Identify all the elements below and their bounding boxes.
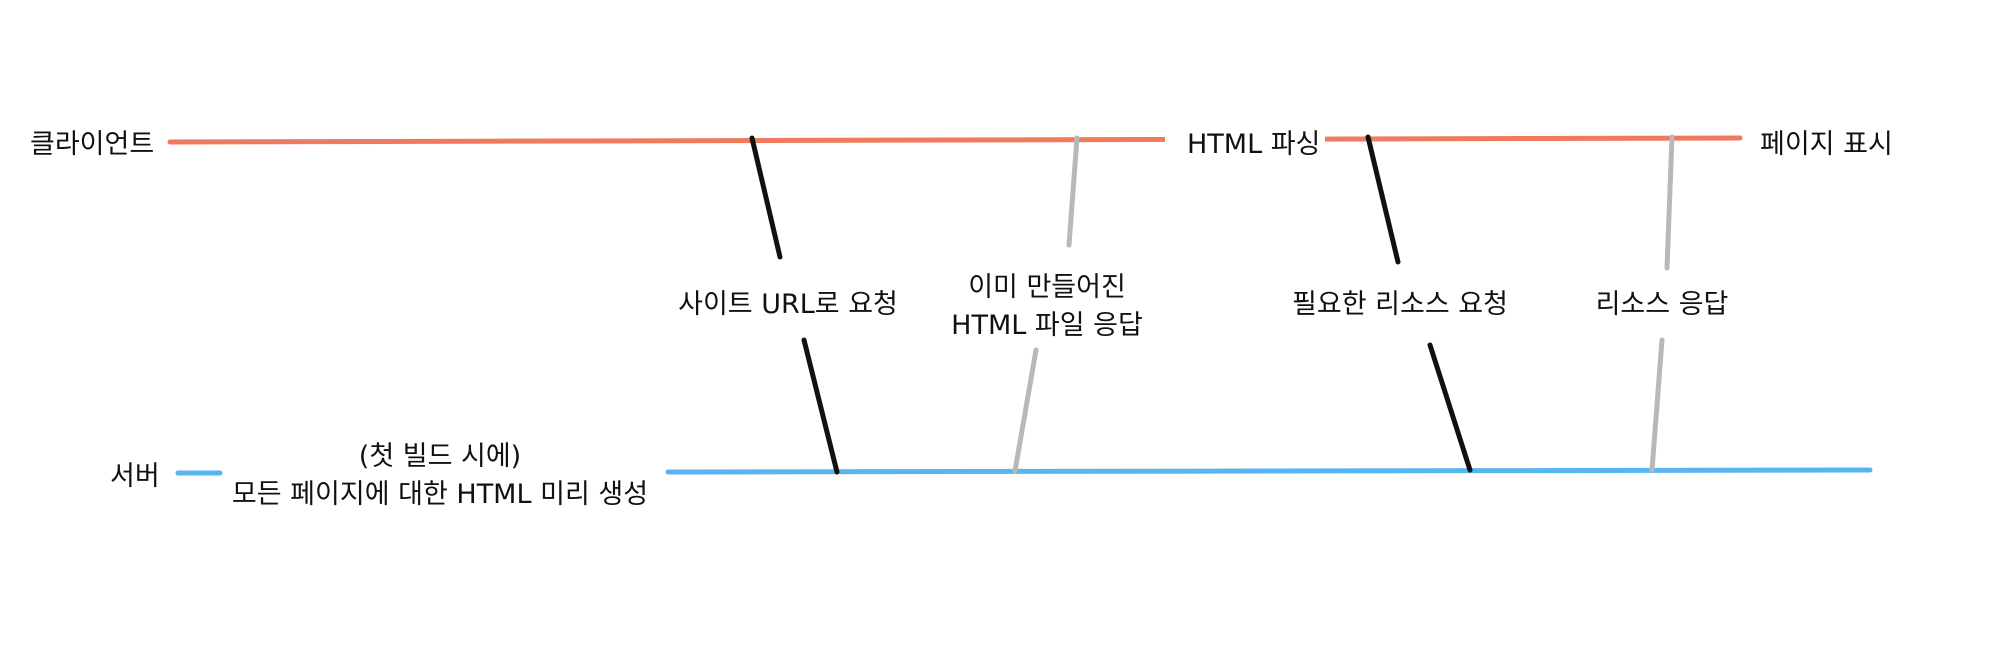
message-arrow-line: [1066, 135, 1080, 248]
message-label: 필요한 리소스 요청: [1292, 289, 1508, 320]
message-arrow-line: [801, 337, 840, 475]
message-label: 사이트 URL로 요청: [678, 289, 898, 320]
server-lane-label: 서버: [110, 461, 160, 492]
message-label: 리소스 응답: [1596, 289, 1729, 320]
message-site-url-request: 사이트 URL로 요청: [678, 135, 898, 475]
message-arrow-line: [1012, 347, 1039, 474]
message-label-line2: HTML 파일 응답: [951, 310, 1143, 341]
message-arrow-line: [749, 135, 783, 260]
message-resource-request: 필요한 리소스 요청: [1292, 134, 1508, 473]
server-timeline: [665, 467, 1873, 475]
client-timeline: [167, 135, 1743, 145]
message-html-file-response: 이미 만들어진 HTML 파일 응답: [951, 135, 1143, 474]
server-note-line1: (첫 빌드 시에): [359, 441, 521, 472]
message-arrow-line: [1664, 134, 1675, 271]
message-label-line1: 이미 만들어진: [968, 272, 1126, 303]
message-arrow-line: [1649, 337, 1665, 473]
message-resource-response: 리소스 응답: [1596, 134, 1729, 473]
client-lane-label: 클라이언트: [30, 129, 154, 160]
message-arrow-line: [1365, 134, 1401, 265]
message-arrow-line: [1427, 342, 1473, 473]
server-note-line2: 모든 페이지에 대한 HTML 미리 생성: [232, 479, 648, 510]
page-display-label: 페이지 표시: [1760, 129, 1893, 160]
html-parse-label: HTML 파싱: [1187, 129, 1320, 160]
